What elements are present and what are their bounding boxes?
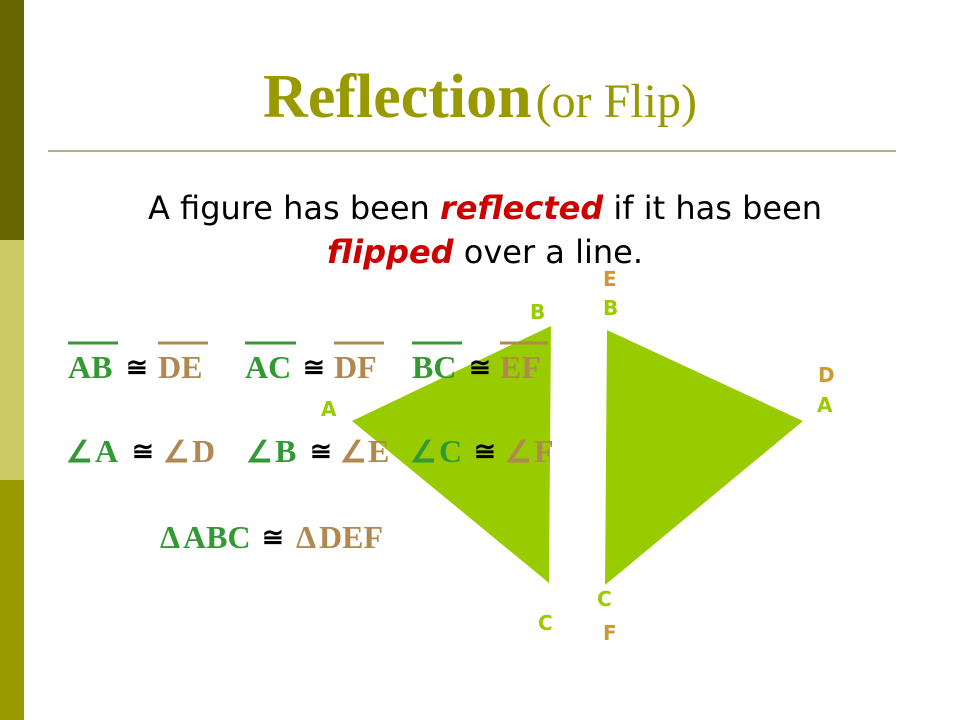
angle-b: B xyxy=(275,433,296,469)
slide-title: Reflection (or Flip) xyxy=(0,62,960,133)
angle-sign-b: ∠ xyxy=(246,436,273,469)
vertex-label-e: E xyxy=(603,267,617,291)
delta-abc-sign: Δ xyxy=(160,519,180,555)
congruent-symbol: ≅ xyxy=(474,437,496,466)
congruent-symbol: ≅ xyxy=(469,353,491,382)
sidebar-decoration xyxy=(0,0,24,720)
vertex-label-d: D xyxy=(818,363,835,387)
vertex-label-c-image: C xyxy=(597,587,612,611)
angle-e: E xyxy=(368,433,389,469)
title-subtitle: (or Flip) xyxy=(535,75,697,128)
vertex-label-f: F xyxy=(603,621,617,645)
segment-ac: AC xyxy=(245,349,291,385)
reflected-triangle xyxy=(605,330,803,585)
congruent-symbol: ≅ xyxy=(303,353,325,382)
congruent-symbol: ≅ xyxy=(126,353,148,382)
sidebar-segment-mid xyxy=(0,480,24,720)
definition-part-2: if it has been xyxy=(603,189,823,227)
sidebar-segment-dark xyxy=(0,0,24,240)
segment-bc: BC xyxy=(412,349,456,385)
vertex-label-a: A xyxy=(321,397,337,421)
triangle-def: DEF xyxy=(319,519,383,555)
title-divider xyxy=(48,150,896,152)
definition-part-3: over a line. xyxy=(453,233,643,271)
congruent-symbol: ≅ xyxy=(310,437,332,466)
angle-f: F xyxy=(534,433,554,469)
segment-df: DF xyxy=(334,349,377,385)
vertex-label-b-image: B xyxy=(603,296,618,320)
angle-sign-e: ∠ xyxy=(340,436,367,469)
definition-part-1: A figure has been xyxy=(147,189,440,227)
original-triangle xyxy=(352,326,551,583)
congruent-symbol: ≅ xyxy=(132,437,154,466)
angle-sign-c: ∠ xyxy=(410,436,437,469)
vertex-label-b: B xyxy=(530,300,545,324)
angle-a: A xyxy=(95,433,118,469)
definition-text: A figure has been reflected if it has be… xyxy=(60,186,910,274)
congruent-symbol: ≅ xyxy=(262,523,284,552)
angle-sign-f: ∠ xyxy=(505,436,532,469)
angle-d: D xyxy=(192,433,215,469)
keyword-reflected: reflected xyxy=(439,189,604,227)
title-main: Reflection xyxy=(263,63,532,131)
segment-ab: AB xyxy=(68,349,112,385)
triangle-abc: ABC xyxy=(183,519,251,555)
angle-sign-a: ∠ xyxy=(66,436,93,469)
keyword-flipped: flipped xyxy=(327,233,454,271)
delta-def-sign: Δ xyxy=(296,519,316,555)
sidebar-segment-light xyxy=(0,240,24,480)
angle-sign-d: ∠ xyxy=(163,436,190,469)
angle-c: C xyxy=(439,433,462,469)
segment-de: DE xyxy=(158,349,202,385)
vertex-label-a-image: A xyxy=(817,393,833,417)
segment-ef: EF xyxy=(500,349,541,385)
vertex-label-c: C xyxy=(538,611,553,635)
